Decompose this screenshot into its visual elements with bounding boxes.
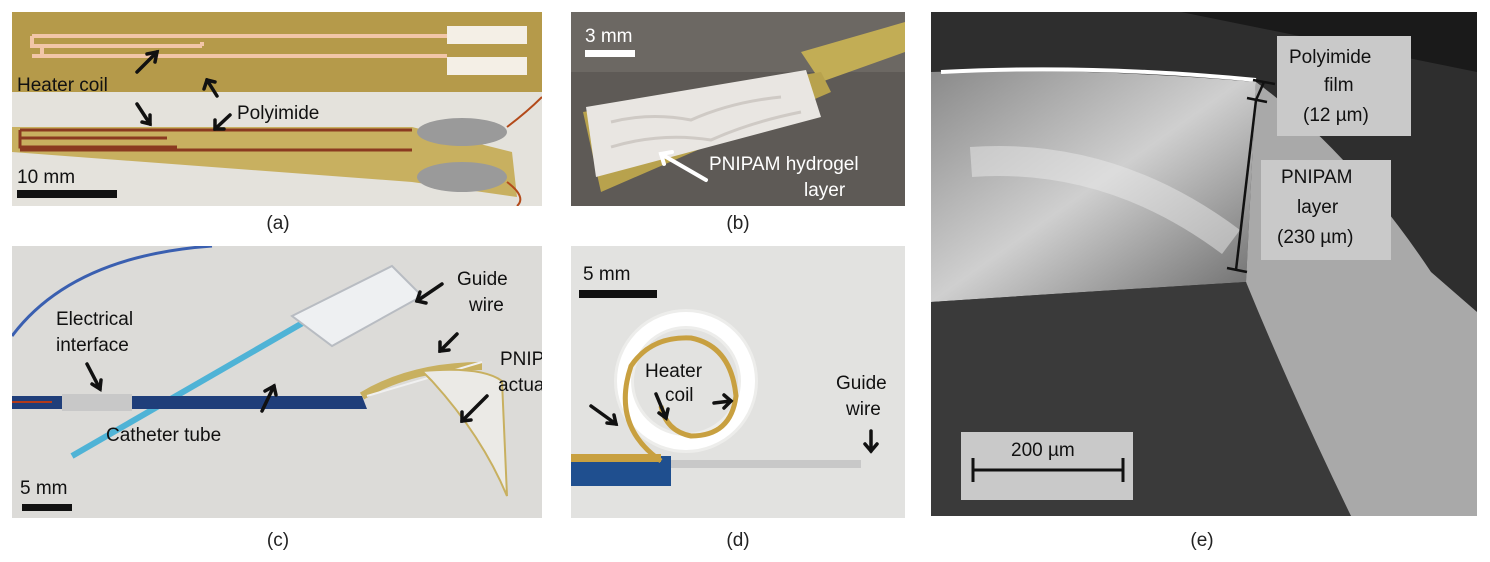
film-label-line2: film bbox=[1324, 75, 1354, 96]
panel-e-sem: Polyimide film (12 µm) PNIPAM layer (230… bbox=[931, 12, 1477, 516]
guide-wire-label-c-line1: Guide bbox=[457, 269, 508, 290]
panel-d-image bbox=[571, 246, 905, 518]
scale-bar-text-b: 3 mm bbox=[585, 26, 633, 47]
hydrogel-label-line1: PNIPAM hydrogel bbox=[709, 154, 859, 175]
panel-d-photo: 5 mm Heater coil Guide wire bbox=[571, 246, 905, 518]
heater-coil-label-d-line1: Heater bbox=[645, 361, 703, 382]
layer-label-line3: (230 µm) bbox=[1277, 227, 1354, 248]
scale-bar-text-a: 10 mm bbox=[17, 167, 76, 188]
panel-a-photo: Heater coil Polyimide 10 mm bbox=[12, 12, 542, 206]
heater-coil-label: Heater coil bbox=[17, 75, 108, 96]
panel-b-caption: (b) bbox=[726, 213, 750, 234]
film-label-line1: Polyimide bbox=[1289, 47, 1372, 68]
panel-c-image bbox=[12, 246, 542, 518]
electrical-interface-line1: Electrical bbox=[56, 309, 134, 330]
film-label-line3: (12 µm) bbox=[1303, 105, 1369, 126]
panel-b-photo: 3 mm PNIPAM hydrogel layer bbox=[571, 12, 905, 206]
guide-wire-label-c-line2: wire bbox=[469, 295, 504, 316]
panel-e-caption: (e) bbox=[1190, 530, 1214, 551]
guide-wire-label-d-line1: Guide bbox=[836, 373, 887, 394]
panel-a-caption: (a) bbox=[266, 213, 290, 234]
panel-c-photo: Electrical interface Guide wire PNIPAM a… bbox=[12, 246, 542, 518]
actuator-label-line1: PNIPAM bbox=[500, 349, 542, 370]
panel-c-caption: (c) bbox=[266, 530, 290, 551]
panel-d-caption: (d) bbox=[726, 530, 750, 551]
polyimide-label: Polyimide bbox=[237, 103, 320, 124]
catheter-tube-label: Catheter tube bbox=[106, 425, 222, 446]
layer-annotation-box bbox=[1261, 160, 1391, 260]
panel-b-image bbox=[571, 12, 905, 206]
scale-bar-text-e: 200 µm bbox=[1011, 440, 1075, 461]
layer-label-line2: layer bbox=[1297, 197, 1339, 218]
film-annotation-box bbox=[1277, 36, 1411, 136]
hydrogel-label-line2: layer bbox=[804, 180, 846, 201]
scale-bar-text-c: 5 mm bbox=[20, 478, 68, 499]
layer-label-line1: PNIPAM bbox=[1281, 167, 1353, 188]
scale-bar-text-d: 5 mm bbox=[583, 264, 631, 285]
actuator-label-line2: actuator bbox=[498, 375, 542, 396]
guide-wire-label-d-line2: wire bbox=[846, 399, 881, 420]
scale-bar-box-e bbox=[961, 432, 1133, 500]
heater-coil-label-d-line2: coil bbox=[665, 385, 694, 406]
electrical-interface-line2: interface bbox=[56, 335, 129, 356]
panel-a-image bbox=[12, 12, 542, 206]
